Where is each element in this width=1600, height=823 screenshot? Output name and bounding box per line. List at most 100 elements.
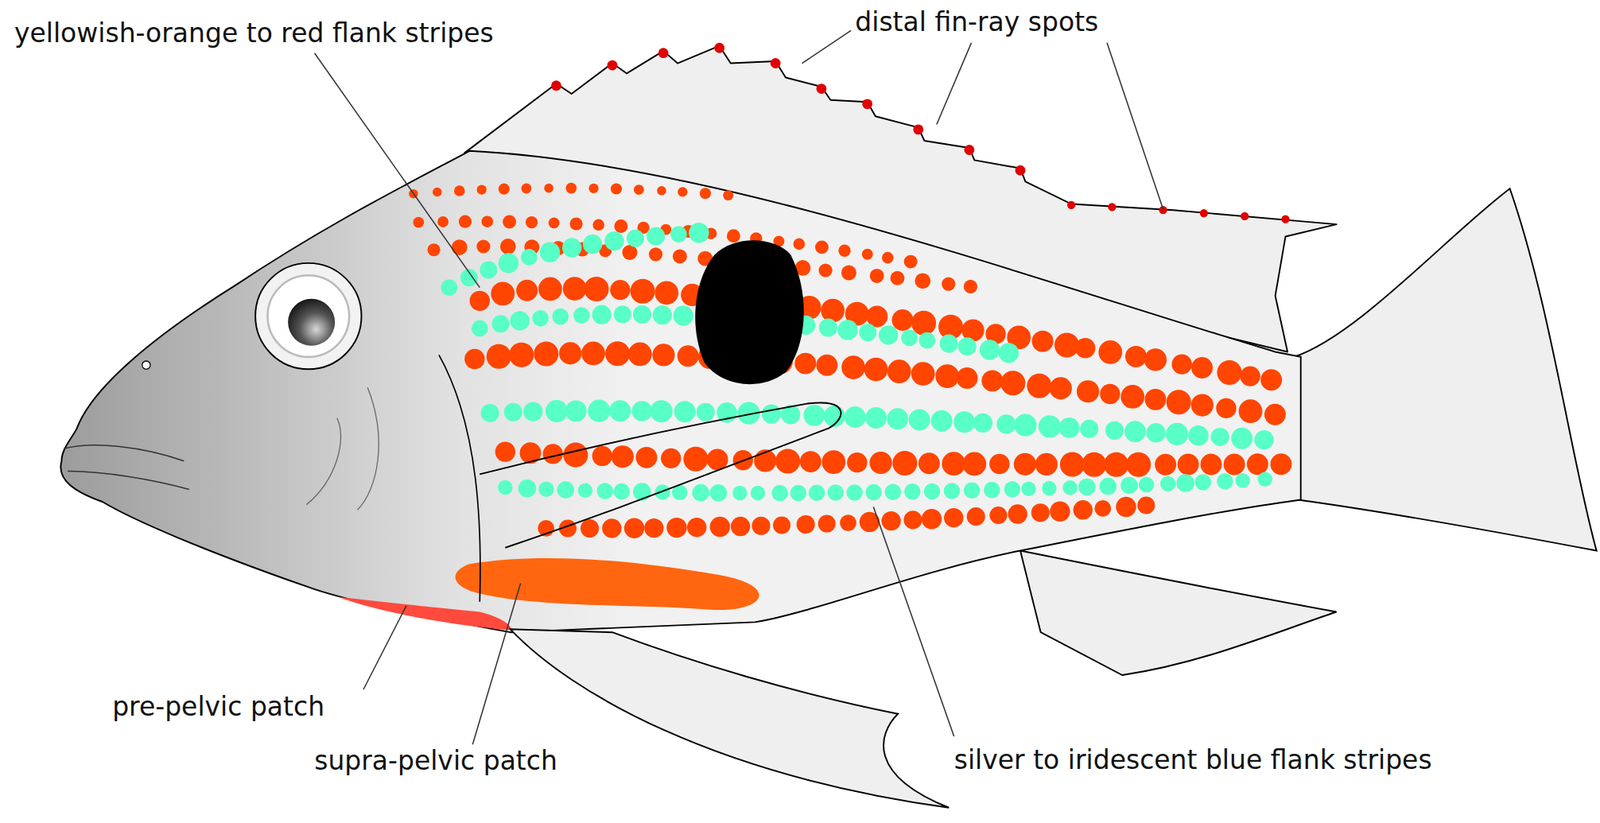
flank-spot [846, 452, 867, 473]
flank-spot [941, 451, 966, 476]
flank-spot [841, 265, 857, 281]
flank-spot [869, 268, 885, 284]
flank-spot [911, 361, 936, 386]
flank-spot [481, 403, 500, 423]
flank-spot [538, 277, 563, 302]
flank-spot [1125, 345, 1147, 368]
flank-spot [432, 187, 443, 198]
flank-spot [636, 446, 658, 469]
part-label: pre-pelvic patch [112, 691, 325, 723]
flank-spot [1094, 500, 1111, 517]
flank-spot [1038, 415, 1061, 438]
flank-spot [510, 310, 530, 331]
flank-spot [454, 185, 466, 197]
flank-spot [613, 219, 628, 234]
flank-spot [796, 515, 816, 534]
flank-spot [1000, 370, 1026, 396]
flank-spot [1098, 340, 1123, 365]
flank-spot [1021, 481, 1036, 497]
lips [63, 445, 190, 490]
flank-spot [580, 519, 599, 538]
flank-spot [592, 446, 613, 467]
flank-spot [1026, 373, 1052, 399]
flank-spot [989, 506, 1007, 525]
flank-spot [1144, 388, 1166, 411]
flank-spot [633, 305, 652, 324]
flank-spot [440, 279, 458, 296]
flank-spot [498, 252, 519, 273]
flank-spot [962, 452, 987, 477]
flank-spot [886, 407, 909, 430]
flank-spot [573, 306, 591, 324]
flank-spot [790, 485, 808, 502]
flank-spot [838, 244, 851, 257]
flank-spot [1194, 473, 1212, 491]
flank-spot [1264, 403, 1286, 426]
eye [255, 263, 362, 369]
flank-spot [1054, 332, 1080, 358]
flank-spot [683, 446, 708, 472]
flank-spot [1145, 423, 1166, 443]
flank-spot [562, 237, 582, 257]
flank-spot [1099, 477, 1118, 496]
flank-spot [656, 186, 667, 196]
flank-spot [591, 305, 611, 325]
flank-spot [1223, 453, 1246, 475]
pre-pelvic-patch [337, 596, 513, 630]
flank-spot [559, 341, 582, 365]
flank-spot [566, 182, 578, 195]
flank-spot [437, 216, 449, 228]
flank-spot [497, 480, 513, 495]
flank-spot [858, 323, 877, 342]
flank-spot [525, 216, 538, 229]
flank-spot [958, 337, 977, 356]
flank-spot [827, 484, 845, 501]
flank-spot [476, 239, 490, 253]
flank-spot [1060, 452, 1085, 478]
flank-spot [710, 484, 728, 502]
flank-spot [609, 279, 630, 300]
flank-spot [699, 187, 711, 199]
flank-spot [696, 403, 715, 422]
flank-spot [587, 400, 610, 423]
flank-spot [486, 344, 512, 369]
flank-spot [605, 341, 630, 366]
flank-spot [1238, 399, 1263, 424]
flank-spot [578, 483, 593, 498]
flank-spot [464, 349, 485, 369]
flank-spot [793, 238, 806, 251]
flank-spot [1171, 353, 1192, 374]
flank-spot [846, 484, 863, 501]
flank-spot [864, 357, 889, 382]
flank-spot [583, 276, 609, 302]
flank-spot [775, 449, 800, 474]
flank-spot [911, 310, 936, 336]
flank-spot [1041, 481, 1057, 496]
flank-spot [624, 518, 645, 539]
flank-spot [815, 354, 838, 377]
flank-spot [1177, 454, 1200, 476]
flank-spot [492, 314, 510, 333]
flank-spot [732, 485, 747, 501]
flank-spot [1075, 337, 1096, 358]
flank-spot [469, 291, 490, 311]
flank-spot [660, 448, 681, 469]
flank-spot [532, 310, 549, 327]
flank-spot [839, 514, 857, 532]
flank-spot [479, 260, 498, 279]
flank-spot [878, 325, 898, 345]
anal-fin [1020, 551, 1337, 676]
flank-spot [565, 400, 587, 422]
flank-spot [881, 252, 894, 265]
fish-body [60, 151, 1301, 633]
flank-spot [654, 280, 679, 305]
flank-spot [914, 272, 931, 289]
flank-spot [1239, 365, 1260, 386]
flank-spot [500, 238, 517, 255]
flank-spot [1160, 476, 1176, 492]
flank-spot [903, 510, 922, 529]
flank-spot [1216, 360, 1242, 385]
flank-spot [989, 454, 1010, 474]
flank-spot [633, 482, 652, 501]
